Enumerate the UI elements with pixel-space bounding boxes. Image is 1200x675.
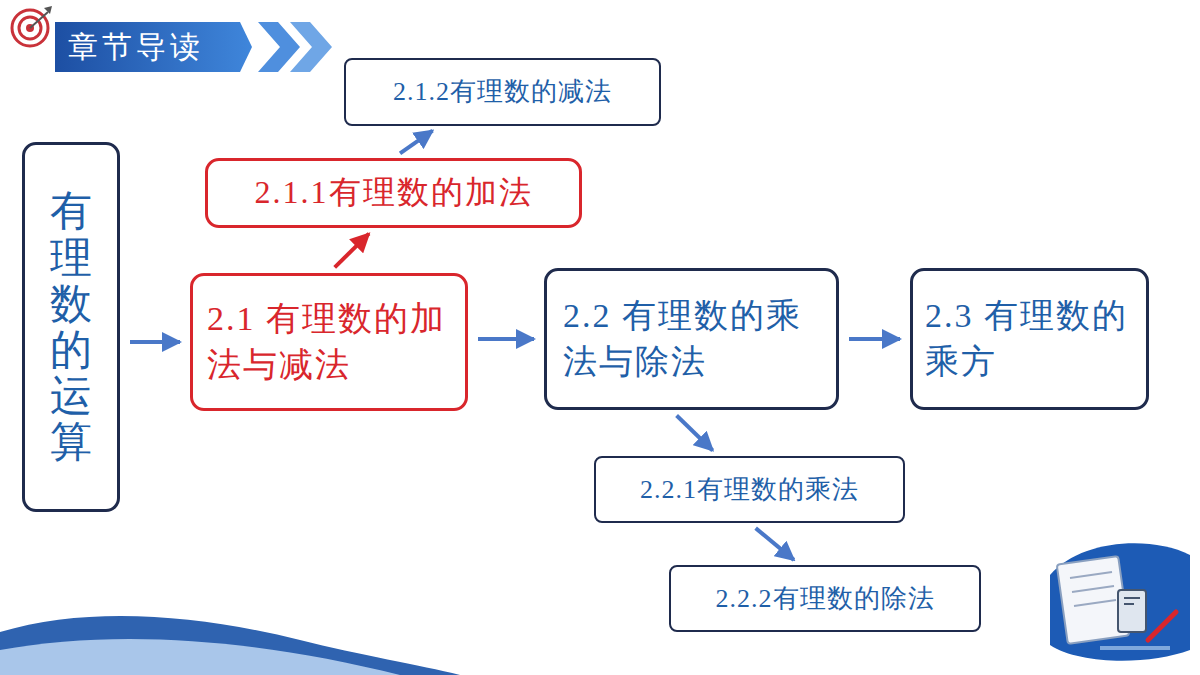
wave	[0, 639, 400, 675]
chevron	[258, 22, 300, 72]
math-illustration	[1050, 543, 1190, 660]
arrow-connector	[677, 416, 713, 451]
node-label: 2.2.2有理数的除法	[716, 581, 935, 616]
node-label: 2.3 有理数的乘方	[925, 293, 1134, 385]
node-label: 2.2 有理数的乘法与除法	[563, 293, 820, 385]
arrow-connector	[335, 234, 369, 268]
subsection-box: 2.2.2有理数的除法	[669, 565, 981, 632]
target-icon	[12, 6, 52, 46]
node-label: 2.2.1有理数的乘法	[640, 472, 859, 507]
node-label: 2.1.2有理数的减法	[393, 74, 612, 109]
arrow-connector	[130, 340, 180, 344]
chevron	[290, 22, 332, 72]
arrow-connector	[400, 131, 433, 154]
section-title: 章节导读	[68, 24, 204, 70]
arrow-connector	[849, 337, 900, 341]
node-label: 有理数的运算	[50, 188, 92, 465]
node-label: 2.1 有理数的加法与减法	[207, 296, 451, 388]
node-label: 2.1.1有理数的加法	[255, 171, 533, 214]
section-box: 2.2 有理数的乘法与除法	[544, 268, 839, 410]
section-box: 2.1 有理数的加法与减法	[190, 273, 468, 411]
subsection-box: 2.1.2有理数的减法	[344, 58, 661, 126]
wave	[0, 616, 460, 675]
title-banner	[55, 22, 252, 72]
topic-box: 有理数的运算	[22, 142, 120, 512]
subsection-box: 2.2.1有理数的乘法	[594, 456, 905, 523]
arrow-connector	[756, 528, 794, 560]
arrow-connector	[478, 337, 534, 341]
subsection-box: 2.1.1有理数的加法	[205, 158, 582, 228]
section-box: 2.3 有理数的乘方	[910, 268, 1149, 410]
